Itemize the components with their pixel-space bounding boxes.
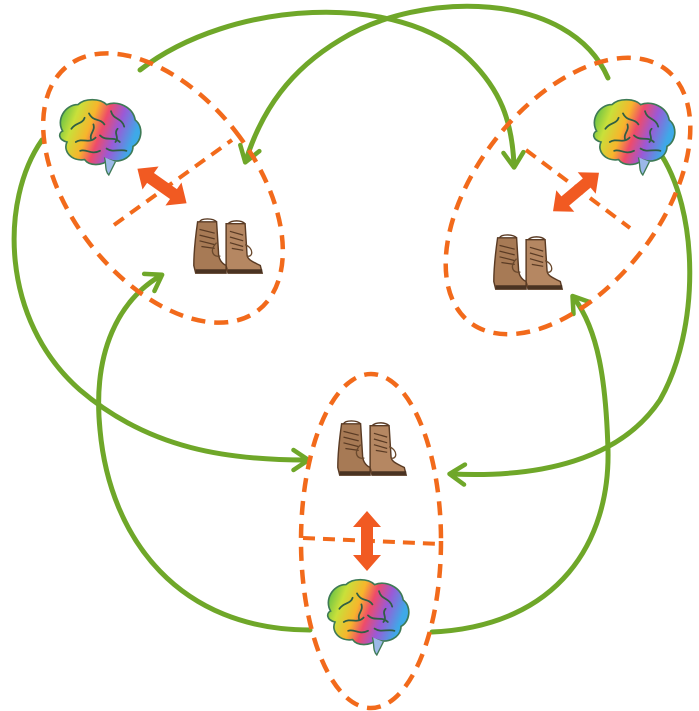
group-left	[40, 51, 286, 325]
boots-icon	[493, 234, 563, 290]
group-bottom	[298, 371, 444, 711]
group-right	[443, 55, 693, 337]
link-left-to-bottom	[11, 137, 311, 473]
brain-icon	[592, 98, 676, 176]
double-arrow-icon	[353, 511, 381, 571]
link-bottom-to-right	[429, 293, 611, 635]
boots-icon	[193, 218, 263, 274]
links	[11, 3, 693, 635]
group-bottom-outline	[298, 371, 444, 711]
group-left-divider	[112, 138, 234, 227]
boots-icon	[337, 420, 407, 476]
group-right-outline	[443, 55, 693, 337]
link-bottom-to-left	[96, 271, 313, 633]
group-left-outline	[40, 51, 286, 325]
link-left-to-right	[137, 9, 526, 170]
link-right-to-bottom	[447, 147, 693, 487]
brain-icon	[326, 578, 410, 656]
double-arrow-icon	[544, 161, 608, 223]
link-right-to-left	[238, 3, 611, 165]
brain-icon	[58, 98, 142, 176]
